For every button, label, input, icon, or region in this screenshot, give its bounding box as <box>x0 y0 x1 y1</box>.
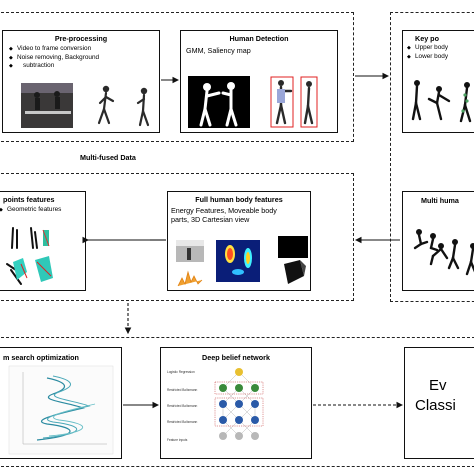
middle-group-frame <box>0 173 354 301</box>
optimization-plot <box>8 365 114 455</box>
keypoint-features-bullet-1: Geometric features <box>0 206 61 215</box>
evaluation-line-2: Classi <box>415 397 456 414</box>
human-detection-subtitle: GMM, Saliency map <box>186 46 251 55</box>
multi-fused-label: Multi-fused Data <box>80 153 136 162</box>
full-body-features-images <box>176 236 308 287</box>
preprocessing-images <box>21 83 150 128</box>
top-group-frame <box>0 12 354 142</box>
key-points-bullet-2: Lower body <box>407 53 448 62</box>
preprocessing-bullets: Video to frame conversion Noise removing… <box>9 45 99 71</box>
bottom-group-frame <box>0 337 474 467</box>
key-points-bullets: Upper body Lower body <box>407 44 448 61</box>
full-body-features-line-1: Energy Features, Moveable body <box>171 206 277 215</box>
right-group-frame <box>390 12 474 302</box>
keypoint-features-images <box>6 227 53 285</box>
full-body-features-box: Full human body features Energy Features… <box>167 191 311 291</box>
optimization-title: m search optimization <box>3 353 79 362</box>
dbn-title: Deep belief network <box>202 353 270 362</box>
dbn-box: Deep belief network Logistic Regression … <box>160 347 312 459</box>
dbn-layer-1: Logistic Regression <box>167 370 195 374</box>
human-detection-title: Human Detection <box>229 34 289 43</box>
keypoint-features-title: points features <box>3 195 55 204</box>
human-detection-box: Human Detection GMM, Saliency map <box>180 30 338 133</box>
multi-human-title: Multi huma <box>421 196 459 205</box>
preprocessing-title: Pre-processing <box>54 34 108 43</box>
keypoint-features-box: points features Geometric features <box>0 191 86 291</box>
multi-human-box: Multi huma <box>402 191 474 291</box>
dbn-layer-3: Restricted Boltzmann <box>167 404 198 408</box>
optimization-box: m search optimization <box>0 347 122 459</box>
dbn-layer-5: Feature inputs <box>167 438 188 442</box>
key-points-images <box>411 80 472 123</box>
evaluation-box: Ev Classi <box>404 347 474 459</box>
dbn-network <box>214 368 264 440</box>
multi-human-images <box>413 229 474 276</box>
preprocessing-bullet-3: subtraction <box>9 62 99 71</box>
full-body-features-line-2: parts, 3D Cartesian view <box>171 215 250 224</box>
evaluation-line-1: Ev <box>429 377 447 394</box>
preprocessing-bullet-2: Noise removing, Background <box>9 54 99 63</box>
human-detection-images <box>188 76 318 128</box>
key-points-bullet-1: Upper body <box>407 44 448 53</box>
key-points-box: Key po Upper body Lower body <box>402 30 474 133</box>
dbn-layer-2: Restricted Boltzmann <box>167 388 198 392</box>
key-points-title: Key po <box>415 34 439 43</box>
keypoint-features-bullets: Geometric features <box>0 206 61 215</box>
preprocessing-box: Pre-processing Video to frame conversion… <box>2 30 160 133</box>
preprocessing-bullet-1: Video to frame conversion <box>9 45 99 54</box>
full-body-features-title: Full human body features <box>195 195 283 204</box>
dbn-layer-4: Restricted Boltzmann <box>167 420 198 424</box>
